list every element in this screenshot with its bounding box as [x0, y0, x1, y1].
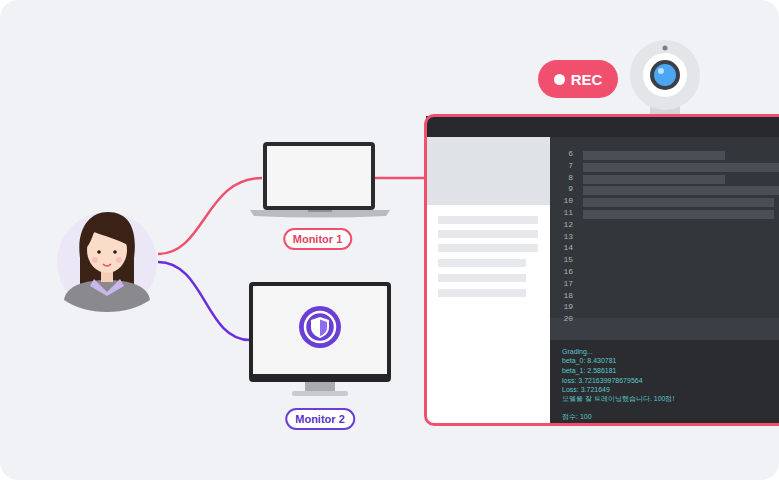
laptop-lid — [263, 142, 375, 210]
laptop-illustration — [250, 142, 390, 218]
monitor-neck — [305, 382, 335, 392]
mouth — [103, 264, 111, 266]
wire-pink — [158, 178, 262, 254]
line-number: 10 — [553, 196, 573, 205]
eye — [97, 250, 101, 254]
webcam-ring — [643, 53, 687, 97]
line-number: 13 — [553, 232, 573, 241]
laptop-screen — [267, 146, 371, 206]
console-line: 모델을 잘 트레이닝했습니다. 100점! — [562, 395, 674, 403]
console-line: beta_0: 8.430781 — [562, 357, 617, 365]
side-line — [438, 259, 526, 267]
line-number: 20 — [553, 314, 573, 323]
console-line: Loss: 3.721649 — [562, 386, 610, 394]
shield-badge — [299, 306, 341, 348]
webcam-lens-rim — [650, 60, 680, 90]
laptop-notch — [308, 210, 332, 212]
line-number: 16 — [553, 267, 573, 276]
console-line: loss: 3.721639978679564 — [562, 377, 643, 385]
console — [550, 340, 779, 424]
avatar-circle — [57, 212, 157, 312]
exam-screen: Grading...beta_0: 8.430781 beta_1: 2.5861… — [424, 114, 779, 426]
side-line — [438, 289, 526, 297]
cheek — [116, 257, 122, 263]
console-line: beta_1: 2.586181 — [562, 367, 617, 375]
body — [64, 280, 150, 312]
webcam-glint — [658, 68, 664, 74]
line-number: 19 — [553, 302, 573, 311]
editor-divider — [550, 318, 779, 340]
side-panel-header — [427, 137, 550, 205]
code-bar — [583, 186, 779, 195]
desktop-monitor: Monitor 2 — [245, 280, 395, 432]
monitor-label: Monitor 1 — [283, 228, 353, 250]
side-panel — [427, 137, 550, 424]
webcam-illustration — [630, 40, 700, 116]
line-number: 7 — [553, 161, 573, 170]
shield-icon — [311, 317, 329, 338]
rec-dot — [554, 74, 565, 85]
code-bar — [583, 151, 725, 160]
cheek — [92, 257, 98, 263]
monitor-frame — [249, 282, 391, 382]
code-bar — [583, 163, 779, 172]
code-bar — [583, 198, 774, 207]
webcam-lens — [654, 64, 676, 86]
side-line — [438, 216, 538, 224]
rec-label: REC — [571, 71, 603, 88]
rec-badge: REC — [538, 60, 618, 98]
console-line: 점수: 100 — [562, 413, 592, 421]
code-bar — [583, 210, 774, 219]
line-number: 15 — [553, 255, 573, 264]
side-line — [438, 244, 538, 252]
code-bar — [583, 175, 725, 184]
eye — [113, 250, 117, 254]
line-number: 14 — [553, 243, 573, 252]
window-bar — [426, 116, 779, 137]
webcam-body — [630, 40, 700, 110]
webcam-dot — [663, 46, 668, 51]
screen-ui — [426, 116, 779, 424]
console-line: Grading... — [562, 348, 593, 356]
side-line — [438, 230, 538, 238]
line-number: 11 — [553, 208, 573, 217]
person-avatar — [57, 212, 157, 312]
line-number: 12 — [553, 220, 573, 229]
shield-ring — [305, 312, 335, 342]
monitor-screen — [253, 286, 387, 374]
monitor-illustration — [249, 282, 391, 396]
wire-purple — [158, 262, 250, 340]
monitor-foot — [292, 391, 348, 396]
line-number: 8 — [553, 173, 573, 182]
laptop-monitor: Monitor 1 — [255, 140, 380, 252]
fringe — [86, 219, 129, 248]
line-number: 17 — [553, 279, 573, 288]
hair-back — [79, 212, 135, 286]
editor — [550, 137, 779, 337]
line-number: 9 — [553, 184, 573, 193]
shield-half — [320, 320, 327, 337]
monitor-label: Monitor 2 — [285, 408, 355, 430]
line-number: 18 — [553, 291, 573, 300]
laptop-base — [250, 210, 390, 218]
side-line — [438, 274, 526, 282]
connector-line — [375, 177, 424, 180]
line-number: 6 — [553, 149, 573, 158]
